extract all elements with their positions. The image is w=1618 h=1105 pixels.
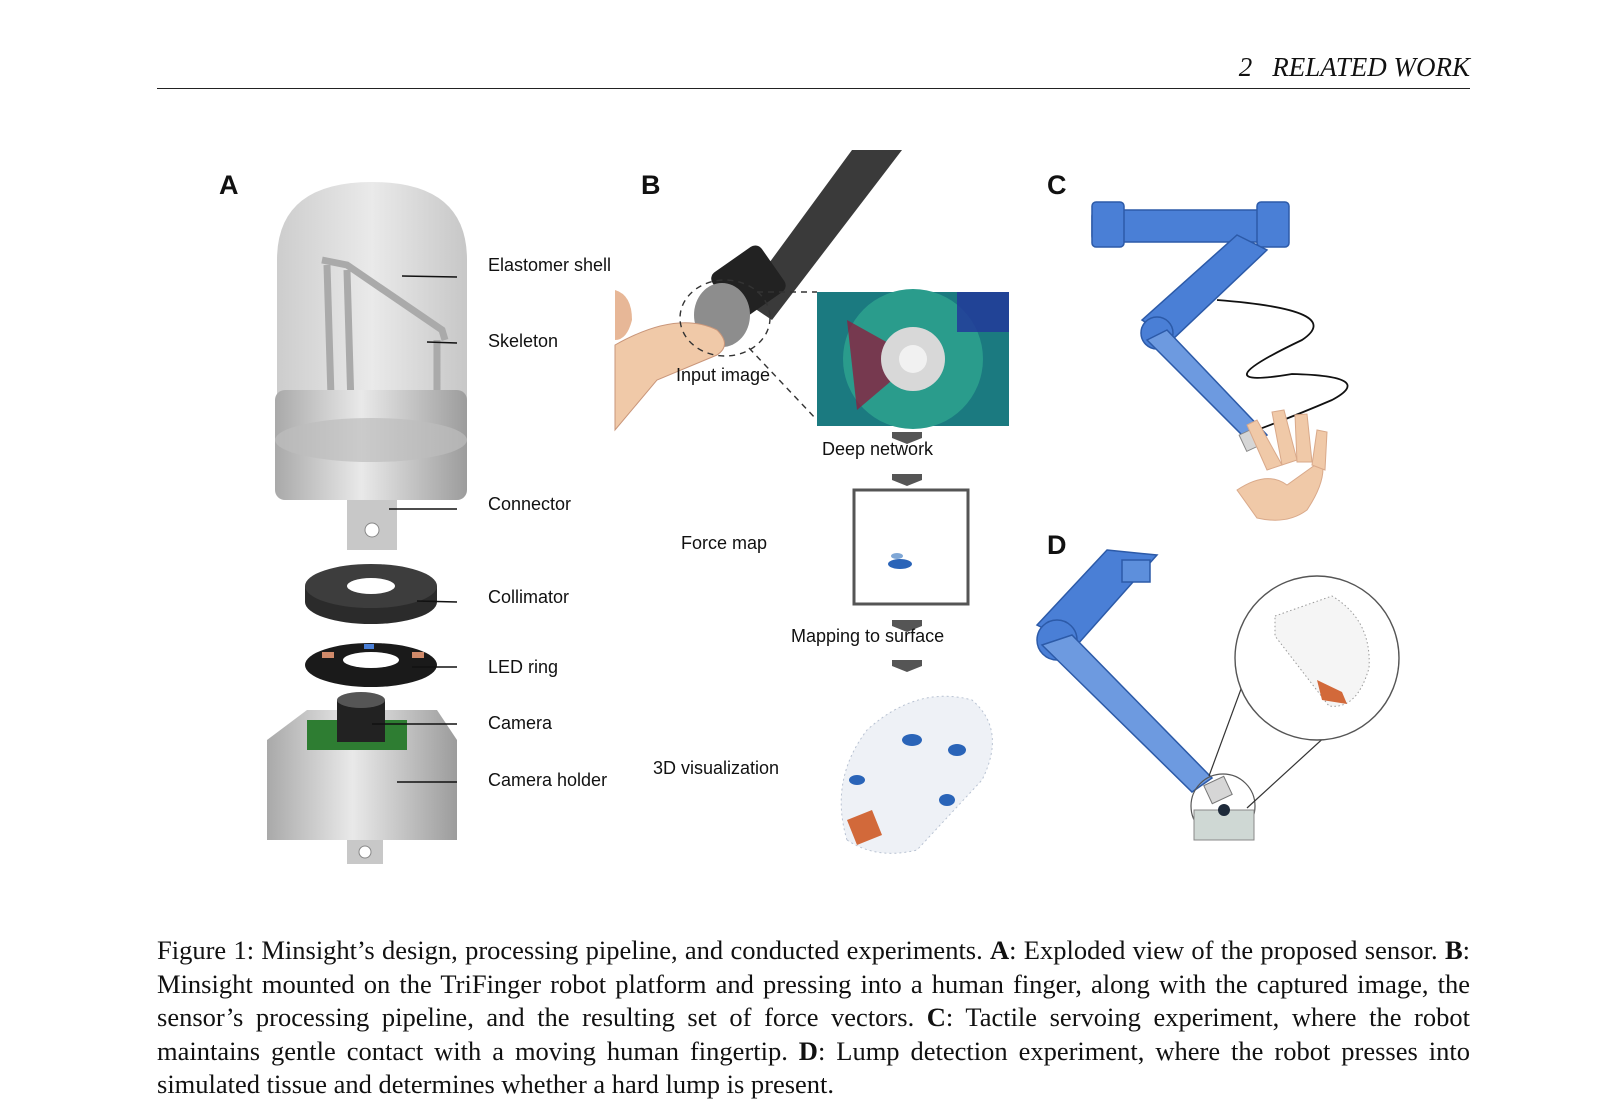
- label-camera-holder: Camera holder: [488, 770, 608, 790]
- label-force-map: Force map: [681, 533, 768, 553]
- panel-c-tactile-servoing: [1091, 201, 1349, 521]
- caption-key-c: C: [926, 1002, 946, 1032]
- force-map: [852, 488, 970, 606]
- panel-d-letter: D: [1047, 530, 1067, 560]
- figure-caption: Figure 1: Minsight’s design, processing …: [157, 934, 1470, 1102]
- label-mapping-to-surface: Mapping to surface: [791, 626, 945, 646]
- caption-key-d: D: [798, 1035, 818, 1066]
- 3d-visualization: [840, 695, 993, 854]
- human-hand-c: [1236, 409, 1328, 521]
- panel-d-lump-detection: [1035, 549, 1400, 841]
- trajectory-path: [1216, 299, 1349, 431]
- caption-prefix: Figure 1: Minsight’s design, processing …: [157, 935, 991, 965]
- caption-text-a: : Exploded view of the proposed sensor.: [1009, 935, 1445, 965]
- section-title: RELATED WORK: [1272, 52, 1470, 82]
- panel-a-leader-lines: [372, 275, 458, 783]
- robot-arm-c: [1091, 201, 1290, 446]
- running-header: 2 RELATED WORK: [157, 48, 1470, 89]
- figure-1: A: [157, 140, 1470, 900]
- collimator-drawing: [305, 564, 437, 624]
- human-finger-drawing: [614, 290, 725, 432]
- connector-drawing: [275, 390, 467, 550]
- header-text: 2 RELATED WORK: [1239, 52, 1470, 83]
- caption-key-b: B: [1444, 935, 1463, 965]
- label-camera: Camera: [488, 713, 553, 733]
- label-deep-network: Deep network: [822, 439, 934, 459]
- caption-text-c: : Tactile servoing experiment, where the…: [157, 1002, 1470, 1066]
- camera-holder-drawing: [267, 692, 457, 864]
- label-led-ring: LED ring: [488, 657, 559, 677]
- led-ring-drawing: [305, 643, 437, 687]
- elastomer-shell-drawing: [277, 182, 467, 441]
- panel-b-letter: B: [641, 170, 661, 200]
- label-3d-visualization: 3D visualization: [653, 758, 780, 778]
- panel-a-exploded-view: [267, 182, 467, 864]
- robot-arm-d: [1035, 549, 1214, 793]
- label-connector: Connector: [488, 494, 572, 514]
- pipeline-arrows: [892, 432, 922, 672]
- panel-c-letter: C: [1047, 170, 1067, 200]
- label-input-image: Input image: [676, 365, 771, 385]
- caption-text-d: : Lump detection experiment, where the r…: [157, 1035, 1470, 1100]
- label-elastomer-shell: Elastomer shell: [488, 255, 612, 275]
- label-collimator: Collimator: [488, 587, 570, 607]
- label-skeleton: Skeleton: [488, 331, 559, 351]
- input-image: [817, 289, 1009, 429]
- panel-b-pipeline: [614, 150, 1009, 854]
- panel-a-letter: A: [219, 170, 239, 200]
- caption-key-a: A: [990, 935, 1010, 965]
- section-number: 2: [1238, 52, 1253, 82]
- caption-text-b: : Minsight mounted on the TriFinger robo…: [157, 935, 1470, 1032]
